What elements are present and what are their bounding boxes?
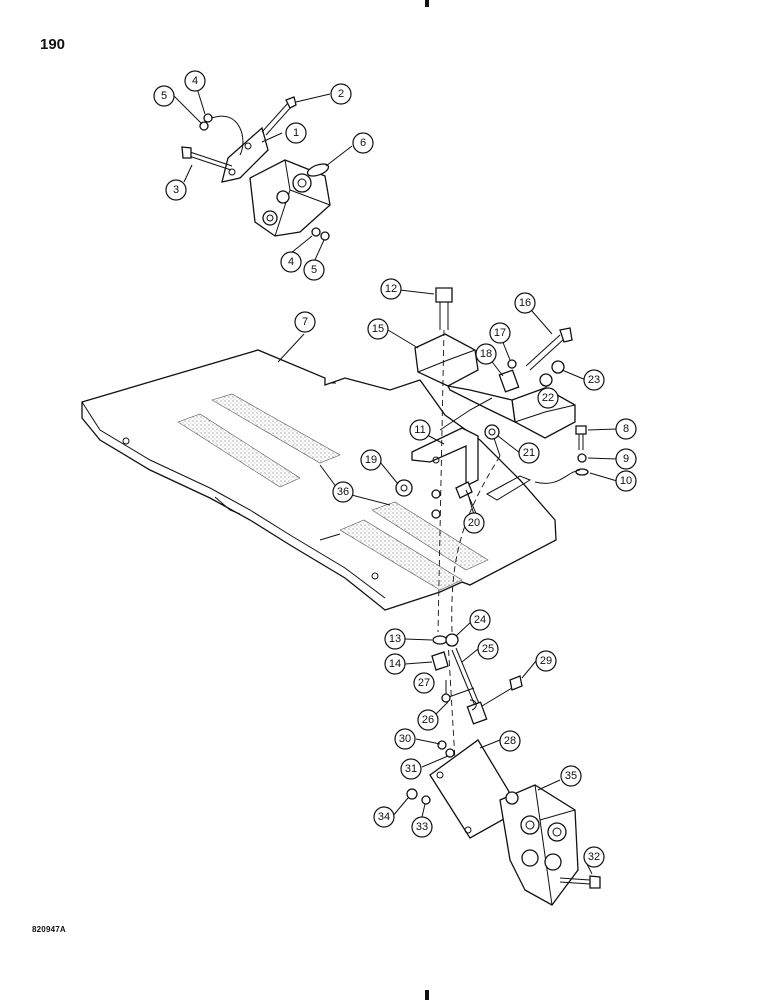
callout: 24 [469,609,491,631]
callout: 23 [583,369,605,391]
svg-text:28: 28 [504,735,516,747]
callout: 12 [380,278,402,300]
svg-text:18: 18 [480,348,492,360]
svg-text:3: 3 [173,184,179,196]
callout: 28 [499,730,521,752]
upper-mounting-bracket [221,126,269,183]
svg-text:21: 21 [523,447,535,459]
upper-valve-knob [306,163,330,177]
callout: 16 [514,292,536,314]
callout: 26 [417,709,439,731]
page-edge-mark-bottom [425,990,429,1000]
svg-text:4: 4 [288,256,294,268]
callout: 1 [285,122,307,144]
callout: 27 [413,672,435,694]
callout: 17 [489,322,511,344]
svg-text:2: 2 [338,88,344,100]
pedal-pad-upper [414,333,479,387]
svg-text:31: 31 [405,763,417,775]
callout: 14 [384,653,406,675]
callout: 7 [294,311,316,333]
svg-text:8: 8 [623,423,629,435]
svg-text:16: 16 [519,297,531,309]
callout: 5 [303,259,325,281]
svg-text:10: 10 [620,475,632,487]
svg-text:9: 9 [623,453,629,465]
callout: 15 [367,318,389,340]
floor-plate [81,349,557,611]
page-number: 190 [40,36,66,53]
svg-text:36: 36 [337,486,349,498]
svg-text:27: 27 [418,677,430,689]
callout: 29 [535,650,557,672]
callout: 8 [615,418,637,440]
tread-strip [339,519,463,591]
alignment-lines [437,329,501,761]
callout: 4 [184,70,206,92]
callout: 4 [280,251,302,273]
callout: 10 [615,470,637,492]
callout: 2 [330,83,352,105]
callout: 5 [153,85,175,107]
callout: 6 [352,132,374,154]
svg-text:5: 5 [161,90,167,102]
svg-text:35: 35 [565,770,577,782]
svg-text:4: 4 [192,75,198,87]
svg-text:30: 30 [399,733,411,745]
svg-text:17: 17 [494,327,506,339]
svg-text:20: 20 [468,517,480,529]
svg-text:29: 29 [540,655,552,667]
callout: 22 [537,387,559,409]
callout: 35 [560,765,582,787]
callout: 32 [583,846,605,868]
svg-text:24: 24 [474,614,486,626]
svg-text:6: 6 [360,137,366,149]
svg-text:19: 19 [365,454,377,466]
callout: 30 [394,728,416,750]
svg-text:5: 5 [311,264,317,276]
callout: 11 [409,419,431,441]
svg-text:32: 32 [588,851,600,863]
svg-text:13: 13 [389,633,401,645]
callout: 20 [463,512,485,534]
svg-text:26: 26 [422,714,434,726]
callout: 19 [360,449,382,471]
callout: 9 [615,448,637,470]
callout: 33 [411,816,433,838]
svg-text:22: 22 [542,392,554,404]
tread-strip [177,413,301,488]
svg-text:34: 34 [378,811,390,823]
lower-linkage-assembly [406,633,601,906]
callout: 31 [400,758,422,780]
svg-text:23: 23 [588,374,600,386]
svg-text:11: 11 [414,424,425,436]
leader-lines [173,81,618,875]
callout: 21 [518,442,540,464]
drawing-code: 820947A [32,925,66,934]
floor-plate-assembly [81,349,557,611]
svg-text:1: 1 [293,127,299,139]
callout: 25 [477,638,499,660]
svg-text:14: 14 [389,658,401,670]
svg-text:33: 33 [416,821,428,833]
upper-valve-assembly [181,96,331,241]
page-edge-mark-top [425,0,429,7]
svg-text:7: 7 [302,316,308,328]
tread-strip [211,393,341,464]
callout: 3 [165,179,187,201]
callout: 34 [373,806,395,828]
callout: 13 [384,628,406,650]
callout: 36 [332,481,354,503]
callout: 18 [475,343,497,365]
svg-text:12: 12 [385,283,397,295]
svg-text:15: 15 [372,323,384,335]
svg-text:25: 25 [482,643,494,655]
